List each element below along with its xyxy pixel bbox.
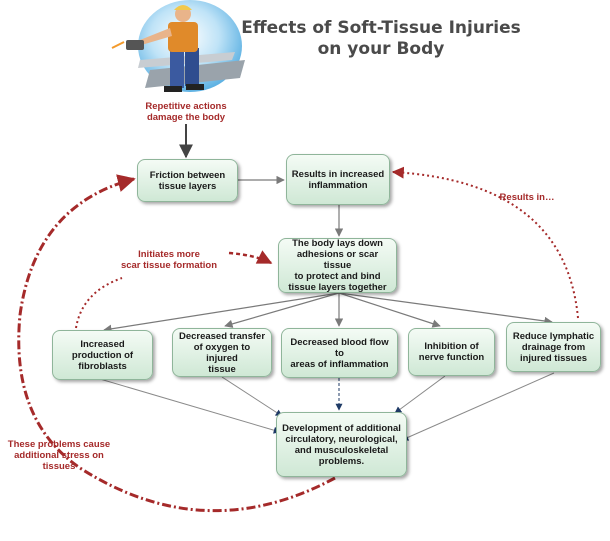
page-title: Effects of Soft-Tissue Injuries on your … — [236, 18, 526, 60]
note-initiates-scar-tissue: Initiates more scar tissue formation — [120, 249, 218, 271]
box-adhesions-scar-tissue: The body lays down adhesions or scar tis… — [278, 238, 397, 293]
worker-with-grinder-icon — [111, 0, 245, 92]
box-decreased-blood-flow: Decreased blood flow to areas of inflamm… — [281, 328, 398, 378]
box-development-additional-problems: Development of additional circulatory, n… — [276, 412, 407, 477]
note-problems-cause-stress: These problems cause additional stress o… — [7, 439, 111, 472]
box-increased-fibroblasts: Increased production of fibroblasts — [52, 330, 153, 380]
note-results-in: Results in… — [499, 192, 555, 203]
box-increased-inflammation: Results in increased inflammation — [286, 154, 390, 205]
title-line-1: Effects of Soft-Tissue Injuries — [241, 18, 521, 38]
box-decreased-oxygen-transfer: Decreased transfer of oxygen to injured … — [172, 328, 272, 377]
box-reduce-lymphatic-drainage: Reduce lymphatic drainage from injured t… — [506, 322, 601, 372]
box-friction: Friction between tissue layers — [137, 159, 238, 202]
note-repetitive-actions: Repetitive actions damage the body — [145, 101, 227, 123]
box-inhibition-nerve-function: Inhibition of nerve function — [408, 328, 495, 376]
title-line-2: on your Body — [317, 39, 445, 59]
